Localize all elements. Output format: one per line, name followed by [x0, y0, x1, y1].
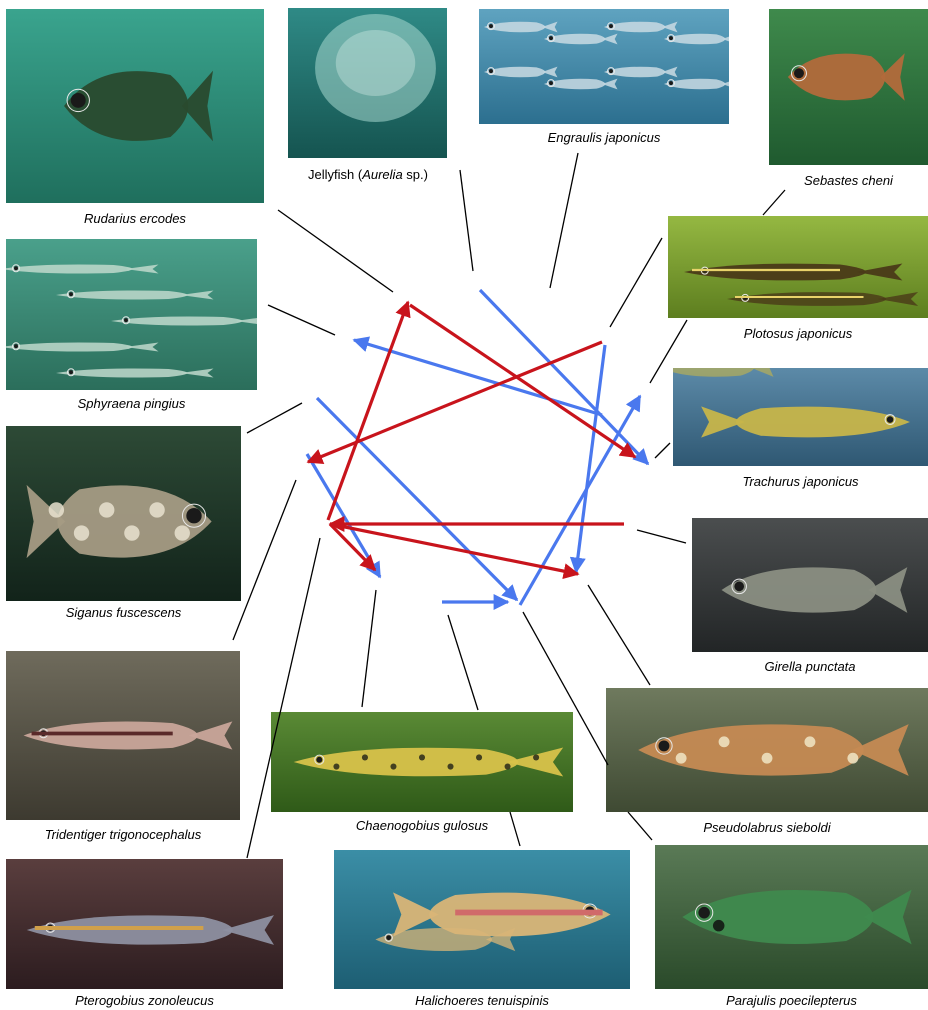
blue-arrows: [307, 290, 648, 605]
connector-sphyraena: [268, 305, 335, 335]
connector-engraulis: [550, 153, 578, 288]
connector-trachurus-b: [655, 443, 670, 458]
blue-arrow-6: [480, 290, 648, 464]
blue-arrow-7: [520, 396, 640, 605]
connector-siganus: [247, 403, 302, 433]
connector-parajulis-a: [523, 612, 608, 765]
connector-trachurus-a: [650, 320, 687, 383]
connector-pterogobius: [247, 538, 320, 858]
connector-jellyfish: [460, 170, 473, 271]
connector-parajulis-b: [628, 812, 652, 840]
connector-lines: [233, 153, 785, 858]
blue-arrow-3: [307, 454, 380, 577]
connector-sebastes: [763, 190, 785, 215]
connector-halichoeres-b: [510, 812, 520, 846]
connector-plotosus: [610, 238, 662, 327]
blue-arrow-2: [317, 398, 517, 600]
red-arrow-1: [328, 302, 408, 520]
connector-rudarius: [278, 210, 393, 292]
red-arrow-5: [330, 524, 578, 574]
connector-girella: [637, 530, 686, 543]
connector-pseudolabrus: [588, 585, 650, 685]
red-arrows: [308, 302, 635, 574]
connector-chaenogobius: [362, 590, 376, 707]
blue-arrow-5: [576, 345, 605, 572]
connector-tridentiger: [233, 480, 296, 640]
connector-halichoeres-a: [448, 615, 478, 710]
